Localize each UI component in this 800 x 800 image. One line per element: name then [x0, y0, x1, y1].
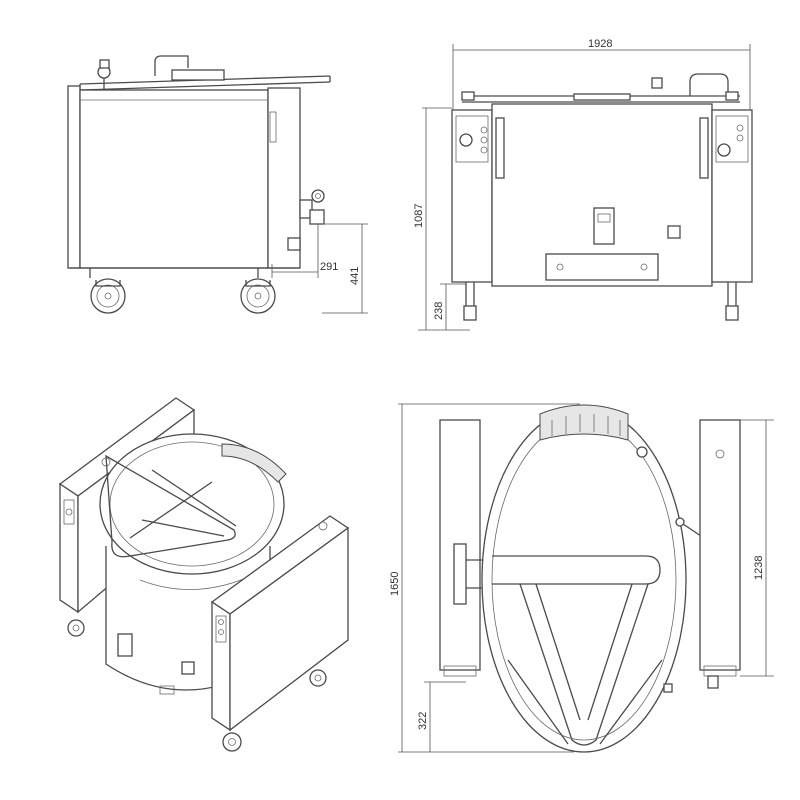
dim-body-depth: 1238	[753, 556, 765, 580]
front-left-column	[451, 109, 493, 283]
dim-depth: 1650	[389, 572, 401, 596]
top-view: 1650 1238 322	[389, 403, 774, 753]
front-right-column	[711, 109, 753, 283]
front-valve	[593, 207, 615, 245]
side-wheel-right	[240, 278, 276, 314]
iso-valve	[117, 633, 133, 657]
side-back-panel	[67, 85, 81, 269]
dim-width: 1928	[588, 38, 612, 50]
top-kettle	[481, 407, 687, 753]
front-base-plate	[545, 253, 659, 281]
dim-leg-height: 238	[433, 302, 445, 320]
isometric-view	[58, 397, 350, 752]
dim-drain-height: 441	[349, 267, 361, 285]
top-right-column	[699, 419, 741, 671]
side-view: 291 441	[67, 55, 368, 314]
dim-drain-offset: 291	[320, 261, 338, 273]
drain-valve	[299, 199, 313, 219]
top-vent-grille	[539, 404, 629, 441]
dim-handle-offset: 322	[417, 712, 429, 730]
front-view: 1928	[413, 38, 753, 331]
iso-wheel-front	[222, 732, 242, 752]
dim-height: 1087	[413, 204, 425, 228]
side-wheel-left	[90, 278, 126, 314]
iso-kettle-lid	[99, 433, 285, 575]
side-body	[79, 89, 269, 269]
